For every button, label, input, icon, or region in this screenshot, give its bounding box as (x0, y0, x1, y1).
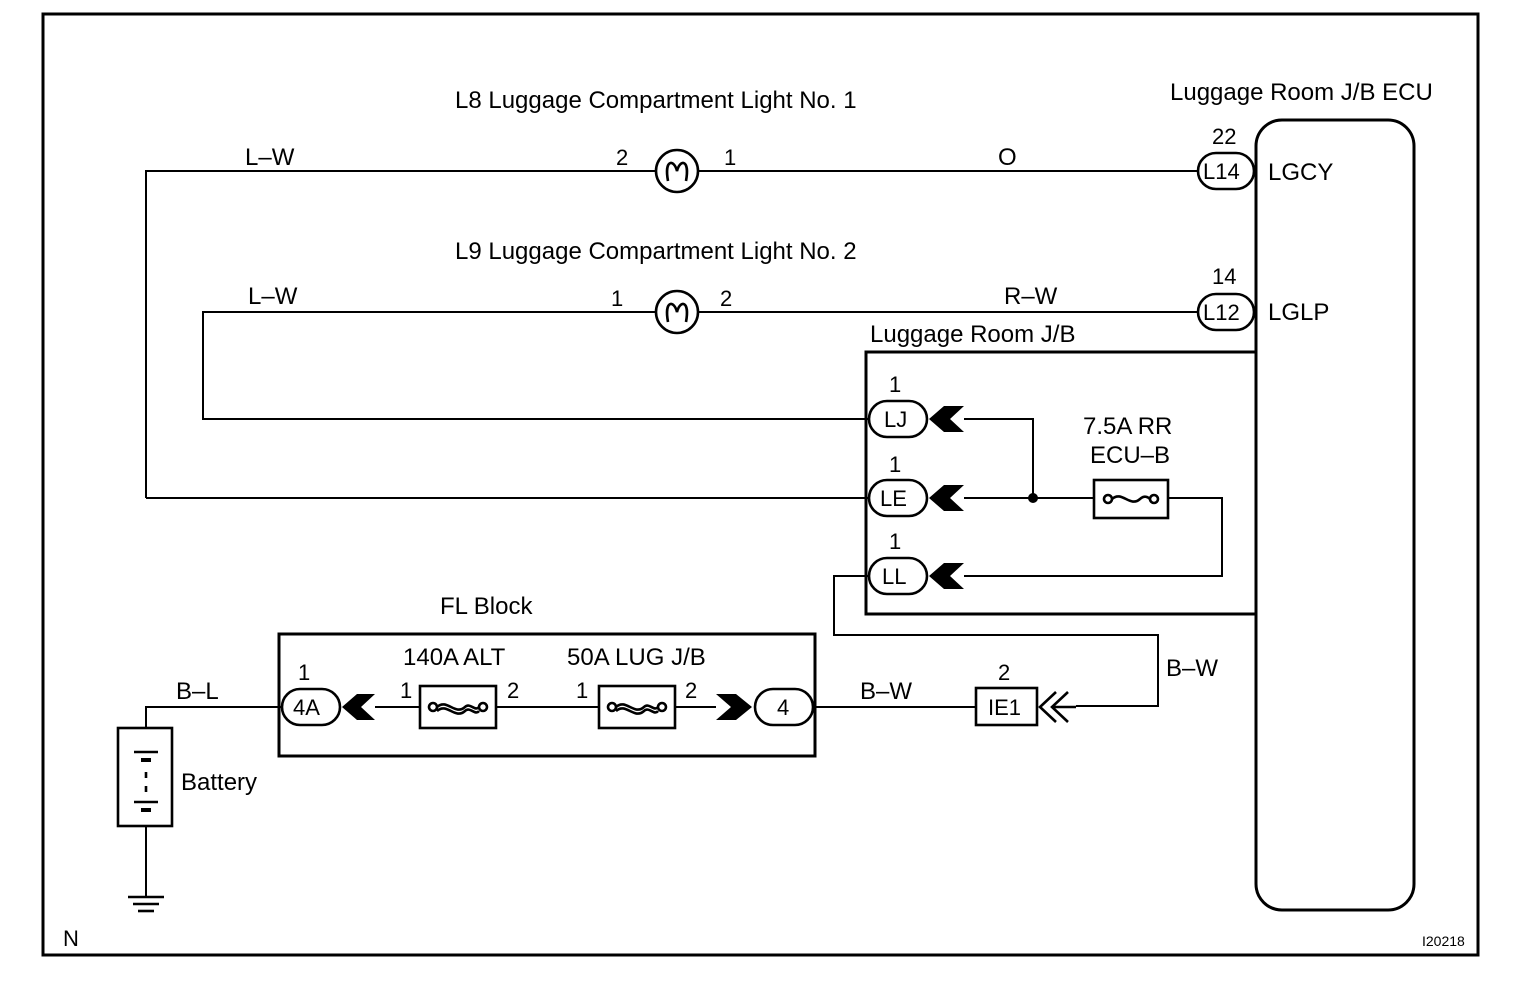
connector-ll-num: 1 (889, 529, 901, 554)
connector-le-num: 1 (889, 452, 901, 477)
terminal-lglp: LGLP (1268, 299, 1329, 326)
arrow-icon (716, 694, 752, 720)
wire-label-bl: B–L (176, 678, 219, 705)
fuse-lug-label: 50A LUG J/B (567, 644, 706, 671)
connector-4-code: 4 (777, 695, 789, 720)
connector-lj-code: LJ (884, 407, 907, 432)
fuse-alt-label: 140A ALT (403, 644, 506, 671)
wire-bw-right (833, 575, 1159, 707)
connector-lj (867, 399, 929, 439)
fuse-lug-pin-right: 2 (685, 678, 697, 703)
wire-lw-left (145, 170, 655, 498)
jb-title: Luggage Room J/B (870, 321, 1075, 348)
wire-label-lw-second: L–W (248, 283, 298, 310)
arrow-icon (1038, 691, 1076, 723)
light2-pin-left: 1 (611, 286, 623, 311)
wire-label-bw-bottom: B–W (860, 678, 912, 705)
fuse-alt-pin-left: 1 (400, 678, 412, 703)
diagram-frame (41, 12, 1480, 957)
connector-l14-num: 22 (1212, 124, 1236, 149)
connector-l12-num: 14 (1212, 264, 1236, 289)
fuse-icon (418, 684, 498, 730)
fuse-rr-label-1: 7.5A RR (1083, 413, 1172, 440)
ground-icon (128, 895, 164, 913)
fuse-rr-label-2: ECU–B (1090, 442, 1170, 469)
connector-ll-code: LL (882, 564, 906, 589)
fuse-alt-pin-right: 2 (507, 678, 519, 703)
light2-title: L9 Luggage Compartment Light No. 2 (455, 238, 857, 265)
wire-label-rw: R–W (1004, 283, 1058, 310)
connector-l14 (1196, 151, 1256, 191)
connector-l12-code: L12 (1203, 300, 1240, 325)
connector-ie1-num: 2 (998, 660, 1010, 685)
arrow-icon (929, 563, 964, 589)
ecu-title: Luggage Room J/B ECU (1170, 79, 1433, 106)
arrow-icon (342, 694, 375, 720)
wire-jb-lj (964, 418, 1034, 498)
lamp-icon (654, 289, 700, 335)
fl-block-title: FL Block (440, 593, 533, 620)
wire-label-lw-top: L–W (245, 144, 295, 171)
arrow-icon (929, 406, 964, 432)
connector-ie1-code: IE1 (988, 695, 1021, 720)
ecu-box (1254, 118, 1416, 912)
terminal-lgcy: LGCY (1268, 159, 1333, 186)
connector-4a-num: 1 (298, 660, 310, 685)
light2-pin-right: 2 (720, 286, 732, 311)
battery-icon (116, 726, 174, 828)
connector-4a-code: 4A (293, 695, 320, 720)
jb-box (864, 350, 1256, 616)
wire-jb-ll (964, 497, 1223, 577)
fl-block-box (277, 632, 817, 758)
fuse-lug-pin-left: 1 (576, 678, 588, 703)
light1-pin-right: 1 (724, 145, 736, 170)
connector-l12 (1196, 292, 1256, 332)
connector-ie1 (974, 686, 1039, 727)
lamp-icon (654, 148, 700, 194)
wire-lw-second (202, 311, 869, 420)
arrow-icon (929, 485, 964, 511)
fuse-icon (1092, 478, 1170, 520)
corner-label-right: I20218 (1422, 933, 1465, 949)
connector-l14-code: L14 (1203, 159, 1240, 184)
connector-le-code: LE (880, 486, 907, 511)
connector-lj-num: 1 (889, 372, 901, 397)
corner-label-left: N (63, 926, 79, 951)
splice-point (1028, 493, 1038, 503)
light1-pin-left: 2 (616, 145, 628, 170)
wire-label-o: O (998, 144, 1017, 171)
battery-label: Battery (181, 769, 257, 796)
wire-bl (145, 706, 282, 728)
fuse-icon (597, 684, 677, 730)
wire-label-bw-right: B–W (1166, 655, 1218, 682)
light1-title: L8 Luggage Compartment Light No. 1 (455, 87, 857, 114)
